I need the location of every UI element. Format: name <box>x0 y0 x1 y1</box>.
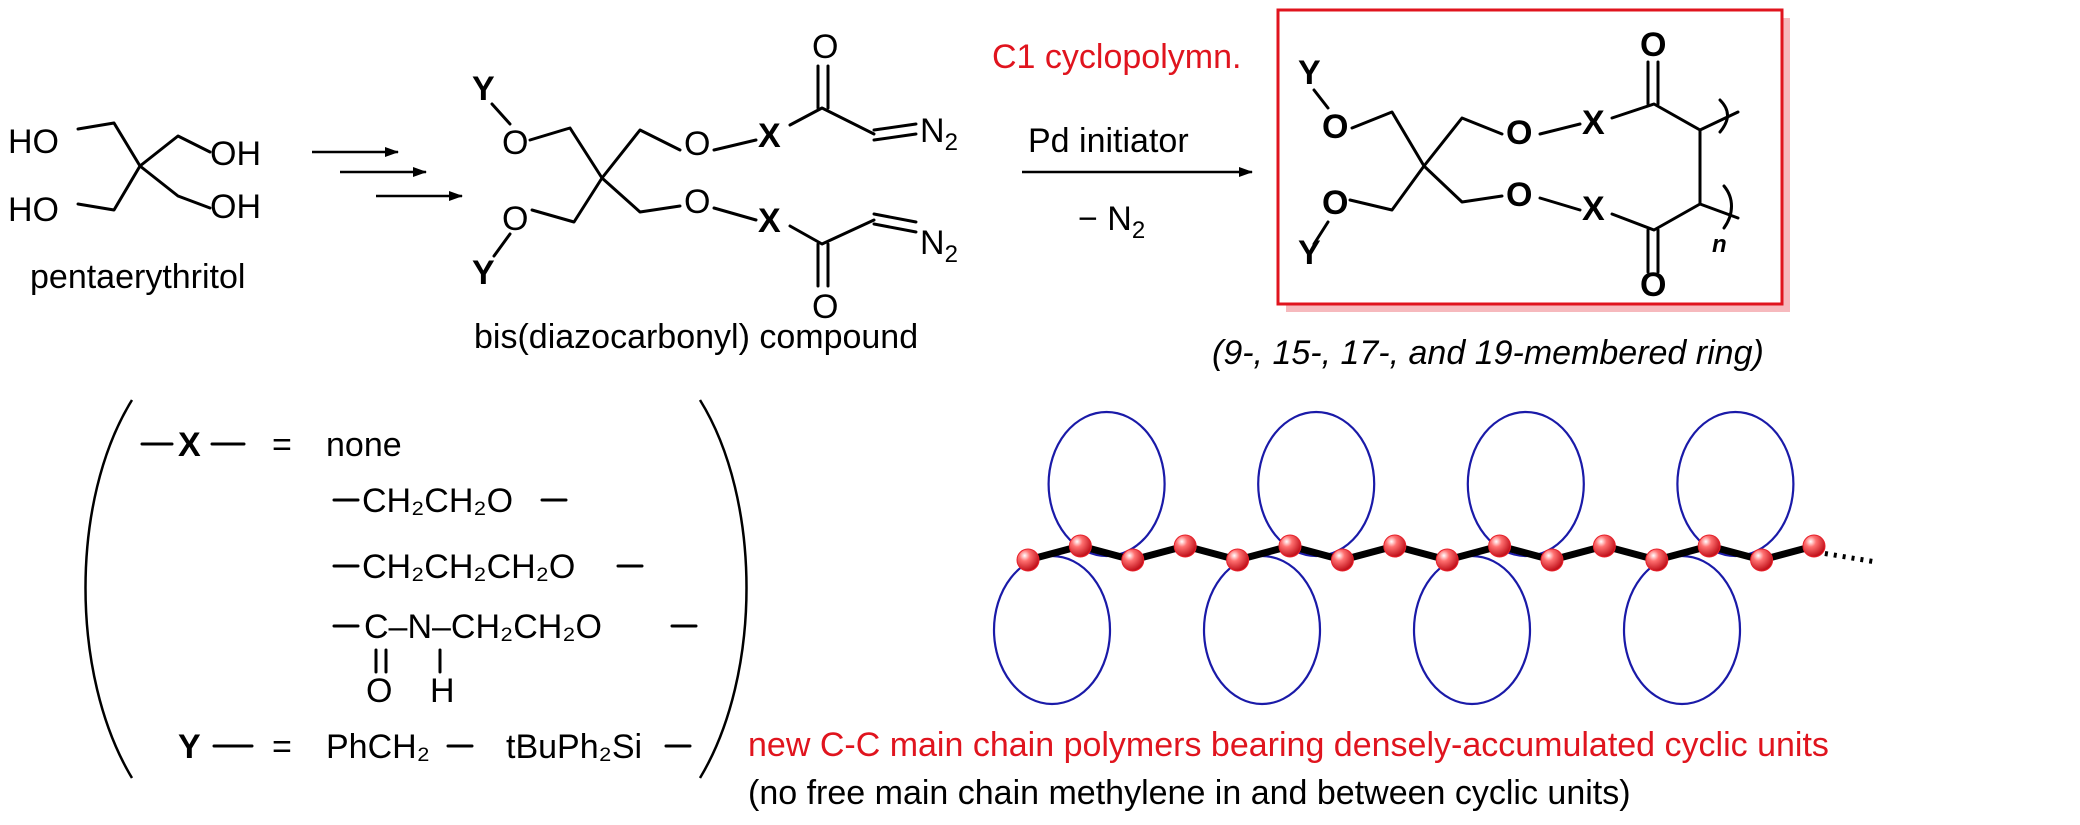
amide-hydrogen-label: H <box>430 672 455 710</box>
carbonyl-oxygen-label: O <box>812 28 838 66</box>
cyclic-unit-ring <box>1257 410 1376 558</box>
carbonyl-oxygen-label: O <box>1640 26 1666 64</box>
cyclic-unit-ring <box>1047 410 1166 558</box>
main-chain-carbon-bead <box>1383 534 1407 558</box>
x-linker-label: X <box>1582 104 1605 142</box>
x-option-carbamate: C–N–CH₂CH₂O <box>364 608 602 646</box>
diazo-n2-label: N2 <box>920 112 958 156</box>
reagent-label: Pd initiator <box>1028 122 1189 160</box>
ring-size-note: (9-, 15-, 17-, and 19-membered ring) <box>1212 334 1764 372</box>
carbonyl-oxygen-label: O <box>1640 266 1666 304</box>
x-option-ethoxy: CH₂CH₂O <box>362 482 513 520</box>
polymer-cartoon <box>992 410 1877 706</box>
cyclic-unit-ring <box>1676 410 1795 558</box>
diazo-n2-label: N2 <box>920 224 958 268</box>
equals-sign: = <box>272 728 292 766</box>
main-chain-carbon-bead <box>1697 534 1721 558</box>
main-chain <box>1024 542 1818 564</box>
y-substituent-label: Y <box>472 70 495 108</box>
x-linker-label: X <box>1582 190 1605 228</box>
x-option-none: none <box>326 426 402 464</box>
y-substituent-label: Y <box>1298 234 1321 272</box>
substituent-legend: X = none CH₂CH₂O CH₂CH₂CH₂O C–N–CH₂CH₂O … <box>84 399 748 779</box>
main-chain-carbon-bead <box>1330 548 1354 572</box>
main-chain-carbon-bead <box>1173 534 1197 558</box>
repeat-count-n: n <box>1712 231 1727 258</box>
oxygen-label: O <box>1506 176 1532 214</box>
cyclic-unit-ring <box>992 554 1112 706</box>
y-option-silyl: tBuPh₂Si <box>506 728 642 766</box>
cyclic-unit-ring <box>1466 410 1585 558</box>
oxygen-label: O <box>1322 108 1348 146</box>
x-linker-label: X <box>758 202 781 240</box>
x-linker-label: X <box>758 117 781 155</box>
main-chain-carbon-bead <box>1068 534 1092 558</box>
oxygen-label: O <box>684 125 710 163</box>
y-option-benzyl: PhCH₂ <box>326 728 430 766</box>
summary-note: (no free main chain methylene in and bet… <box>748 774 1631 812</box>
summary-headline: new C-C main chain polymers bearing dens… <box>748 726 1829 764</box>
main-chain-carbon-bead <box>1278 534 1302 558</box>
reaction-conditions: C1 cyclopolymn. Pd initiator − N2 <box>992 38 1253 244</box>
hydroxyl-label: OH <box>210 135 261 173</box>
main-chain-carbon-bead <box>1750 548 1774 572</box>
cyclic-unit-ring <box>1202 554 1322 706</box>
pentaerythritol-name: pentaerythritol <box>30 258 245 296</box>
method-label: C1 cyclopolymn. <box>992 38 1241 76</box>
main-chain-carbon-bead <box>1435 548 1459 572</box>
bis-diazocarbonyl-name: bis(diazocarbonyl) compound <box>474 318 918 356</box>
oxygen-label: O <box>1322 184 1348 222</box>
oxygen-label: O <box>684 183 710 221</box>
byproduct-label: − N2 <box>1078 200 1145 244</box>
equals-sign: = <box>272 426 292 464</box>
hydroxyl-label: OH <box>210 188 261 226</box>
main-chain-carbon-bead <box>1540 548 1564 572</box>
oxygen-label: O <box>1506 114 1532 152</box>
y-substituent-label: Y <box>178 728 201 766</box>
main-chain-carbon-bead <box>1121 548 1145 572</box>
main-chain-carbon-bead <box>1226 548 1250 572</box>
oxygen-label: O <box>502 124 528 162</box>
chain-continuation <box>1815 549 1877 565</box>
main-chain-carbon-bead <box>1488 534 1512 558</box>
amide-oxygen-label: O <box>366 672 392 710</box>
hydroxyl-label: HO <box>8 123 59 161</box>
x-option-propoxy: CH₂CH₂CH₂O <box>362 548 575 586</box>
y-substituent-label: Y <box>1298 54 1321 92</box>
main-chain-carbon-bead <box>1016 548 1040 572</box>
bis-diazocarbonyl-structure: Y O O Y O X O N2 O X O N2 bis(diazocarbo… <box>472 28 958 356</box>
pentaerythritol-structure: HO OH HO OH pentaerythritol <box>8 121 261 296</box>
cyclic-unit-ring <box>1622 554 1742 706</box>
oxygen-label: O <box>502 200 528 238</box>
multistep-arrows <box>312 147 463 201</box>
main-chain-carbon-bead <box>1592 534 1616 558</box>
carbonyl-oxygen-label: O <box>812 288 838 326</box>
product-box <box>1276 8 1790 312</box>
hydroxyl-label: HO <box>8 191 59 229</box>
y-substituent-label: Y <box>472 254 495 292</box>
main-chain-carbons <box>1016 534 1826 572</box>
main-chain-carbon-bead <box>1645 548 1669 572</box>
main-chain-carbon-bead <box>1802 534 1826 558</box>
polymer-repeat-unit-structure: Y O O Y O X O O X O n <box>1298 26 1740 304</box>
x-linker-label: X <box>178 426 201 464</box>
cyclic-unit-ring <box>1412 554 1532 706</box>
